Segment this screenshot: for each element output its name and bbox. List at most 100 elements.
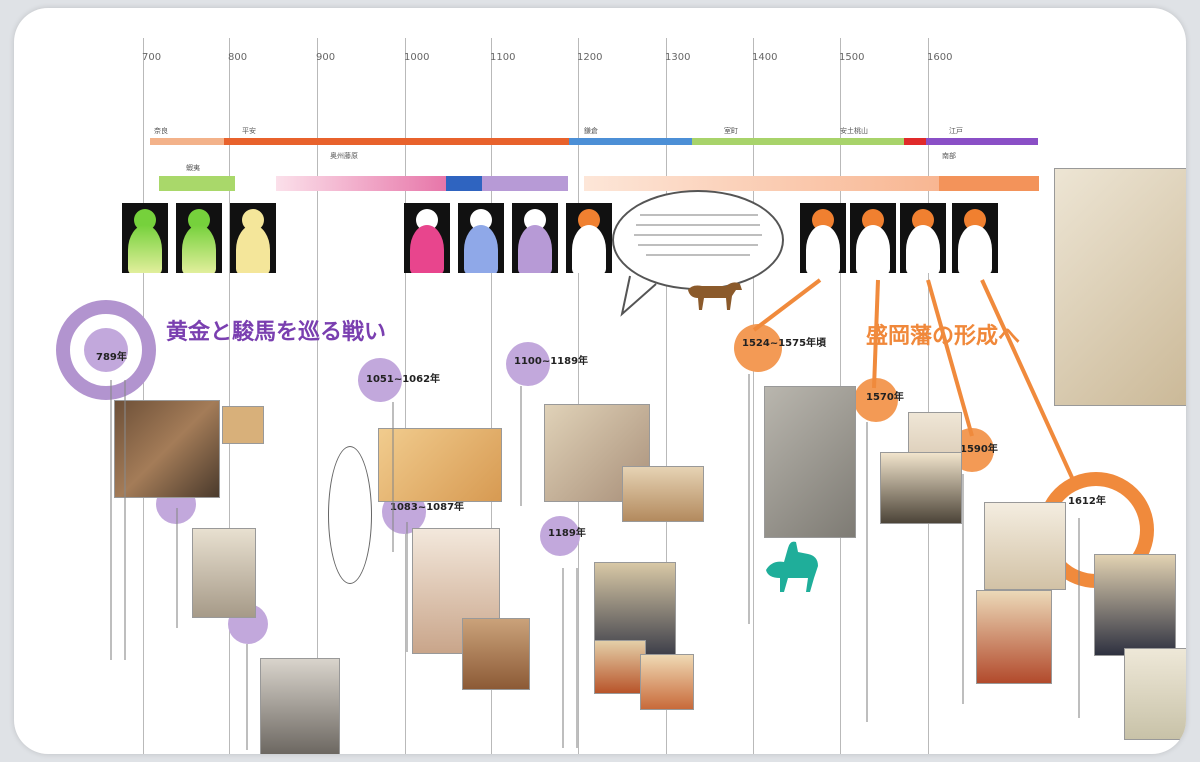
scroll-painting-image bbox=[378, 428, 502, 502]
year-label: 900 bbox=[316, 52, 336, 63]
event-label: 1189年 bbox=[548, 528, 586, 539]
year-label: 1600 bbox=[927, 52, 953, 63]
fine-print bbox=[1078, 518, 1080, 718]
bar-orange bbox=[939, 176, 1039, 191]
gridline bbox=[578, 38, 579, 754]
painting-image bbox=[114, 400, 220, 498]
figure-silhouette bbox=[458, 203, 504, 273]
map-icon bbox=[1054, 168, 1186, 406]
event-label: 1100~1189年 bbox=[514, 356, 589, 367]
period-label: 奥州藤原 bbox=[330, 152, 358, 160]
speech-bubble-icon bbox=[612, 190, 784, 290]
figure-silhouette bbox=[900, 203, 946, 273]
figure-silhouette bbox=[176, 203, 222, 273]
year-label: 1300 bbox=[665, 52, 691, 63]
fine-print bbox=[392, 402, 394, 552]
connector-lines bbox=[752, 278, 1076, 483]
fine-print bbox=[176, 508, 178, 628]
horse-rider-icon bbox=[766, 541, 818, 592]
figure-silhouette bbox=[122, 203, 168, 273]
fine-print bbox=[406, 522, 408, 652]
period-label: 安土桃山 bbox=[840, 127, 868, 135]
fine-print bbox=[962, 474, 964, 704]
event-circle bbox=[84, 328, 128, 372]
bar-purple bbox=[482, 176, 568, 191]
period-label: 蝦夷 bbox=[186, 164, 200, 172]
period-label: 平安 bbox=[242, 127, 256, 135]
figure-silhouette bbox=[952, 203, 998, 273]
event-label: 1570年 bbox=[866, 392, 904, 403]
figure-silhouette bbox=[230, 203, 276, 273]
fine-print bbox=[520, 386, 522, 506]
painting-image bbox=[880, 452, 962, 524]
armor-image bbox=[640, 654, 694, 710]
period-label: 鎌倉 bbox=[584, 127, 598, 135]
figure-silhouette bbox=[512, 203, 558, 273]
artifact-image bbox=[222, 406, 264, 444]
year-label: 1000 bbox=[404, 52, 430, 63]
bar-pink bbox=[276, 176, 446, 191]
year-label: 1500 bbox=[839, 52, 865, 63]
painting-image bbox=[984, 502, 1066, 590]
gridline bbox=[666, 38, 667, 754]
event-label: 789年 bbox=[96, 352, 127, 363]
scroll-image bbox=[764, 386, 856, 538]
year-label: 1200 bbox=[577, 52, 603, 63]
armor-image bbox=[594, 640, 646, 694]
heading-left: 黄金と駿馬を巡る戦い bbox=[166, 320, 387, 345]
period-bar-azuchi bbox=[904, 138, 926, 145]
fine-print bbox=[866, 422, 868, 722]
painting-image bbox=[622, 466, 704, 522]
figure-silhouette bbox=[566, 203, 612, 273]
bar-emishi bbox=[159, 176, 235, 191]
figure-silhouette bbox=[404, 203, 450, 273]
gridline bbox=[229, 38, 230, 754]
speech-bubble-tail-icon bbox=[620, 275, 657, 317]
gridline bbox=[317, 38, 318, 754]
event-label: 1612年 bbox=[1068, 496, 1106, 507]
bar-blue bbox=[446, 176, 482, 191]
map-icon bbox=[1124, 648, 1186, 740]
armor-image bbox=[462, 618, 530, 690]
gridline bbox=[143, 38, 144, 754]
year-label: 800 bbox=[228, 52, 248, 63]
event-circle bbox=[506, 342, 550, 386]
period-label: 奈良 bbox=[154, 127, 168, 135]
period-label: 江戸 bbox=[949, 127, 963, 135]
period-bar-heian bbox=[224, 138, 569, 145]
period-label: 南部 bbox=[942, 152, 956, 160]
speech-bubble-icon bbox=[328, 446, 372, 584]
portrait-image bbox=[260, 658, 340, 754]
gridline bbox=[405, 38, 406, 754]
year-label: 700 bbox=[142, 52, 162, 63]
year-label: 1400 bbox=[752, 52, 778, 63]
artifact-image bbox=[192, 528, 256, 618]
fine-print bbox=[124, 380, 126, 660]
fine-print bbox=[562, 568, 564, 748]
gridline bbox=[753, 38, 754, 754]
figure-silhouette bbox=[850, 203, 896, 273]
armor-image bbox=[976, 590, 1052, 684]
portrait-image bbox=[1094, 554, 1176, 656]
fine-print bbox=[576, 568, 578, 748]
year-label: 1100 bbox=[490, 52, 516, 63]
period-label: 室町 bbox=[724, 127, 738, 135]
event-circle bbox=[734, 324, 782, 372]
timeline-panel: 700 800 900 1000 1100 1200 1300 1400 150… bbox=[14, 8, 1186, 754]
gridline bbox=[928, 38, 929, 754]
fine-print bbox=[246, 644, 248, 750]
event-label: 1590年 bbox=[960, 444, 998, 455]
event-circle bbox=[540, 516, 580, 556]
horse-icon bbox=[688, 282, 742, 310]
fine-print bbox=[748, 374, 750, 624]
figure-silhouette bbox=[800, 203, 846, 273]
period-bar-muromachi bbox=[692, 138, 904, 145]
event-label: 1051~1062年 bbox=[366, 374, 441, 385]
event-circle bbox=[358, 358, 402, 402]
event-label: 1524~1575年頃 bbox=[742, 338, 827, 349]
period-bar-kamakura bbox=[569, 138, 692, 145]
event-label: 1083~1087年 bbox=[390, 502, 465, 513]
fine-print bbox=[110, 380, 112, 660]
bar-peach bbox=[584, 176, 939, 191]
period-bar-nara bbox=[150, 138, 224, 145]
